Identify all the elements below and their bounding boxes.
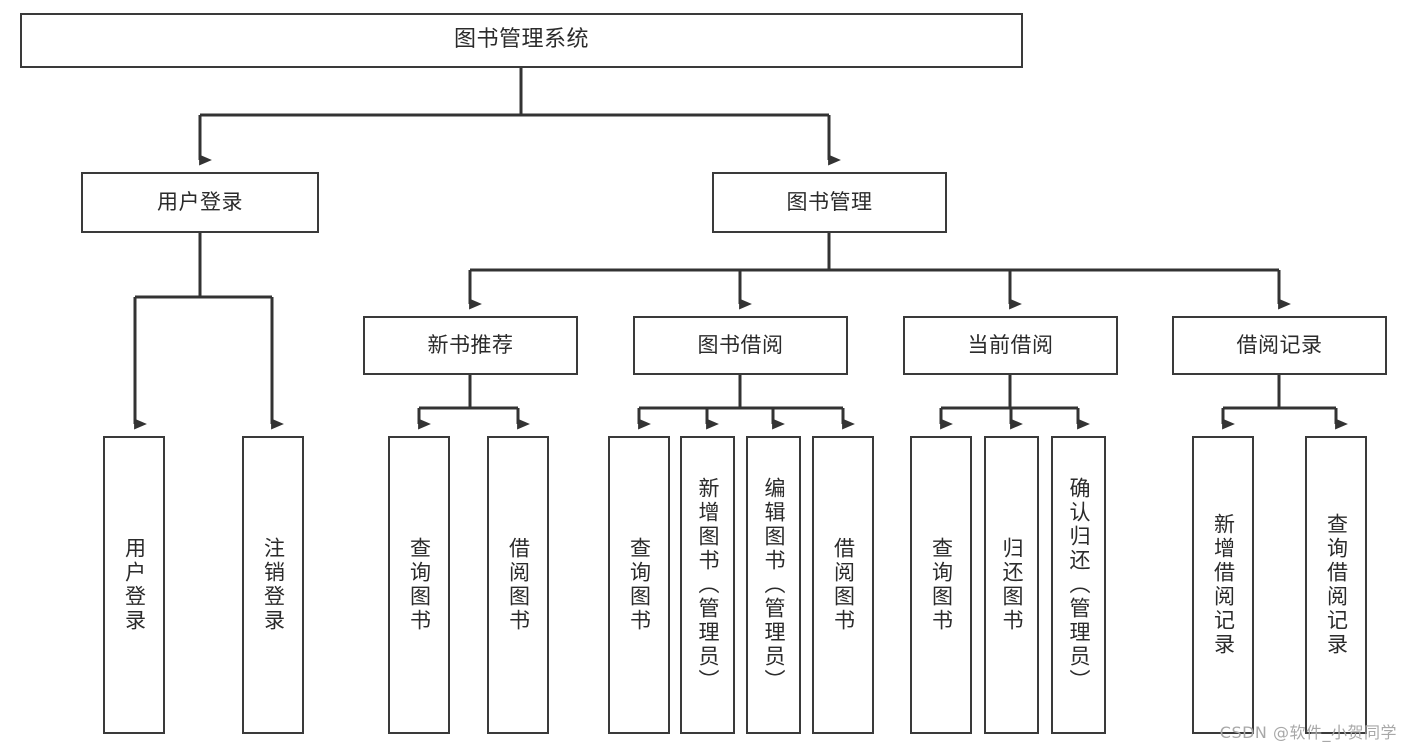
node-new-book-rec[interactable]: 新书推荐 [363,316,578,375]
node-book-manage[interactable]: 图书管理 [712,172,947,233]
node-leaf-user-login[interactable]: 用户登录 [103,436,165,734]
node-leaf-rec-borrow-book-label: 借阅图书 [506,537,531,633]
node-leaf-br-add-record[interactable]: 新增借阅记录 [1192,436,1254,734]
watermark-text: CSDN @软件_小贺同学 [1219,723,1397,742]
node-leaf-br-query-record[interactable]: 查询借阅记录 [1305,436,1367,734]
node-leaf-cb-confirm-return[interactable]: 确认归还（管理员） [1051,436,1106,734]
node-root-label: 图书管理系统 [453,27,589,53]
node-book-manage-label: 图书管理 [786,189,873,214]
node-leaf-user-login-label: 用户登录 [122,537,147,633]
node-root[interactable]: 图书管理系统 [20,13,1023,68]
node-leaf-bb-borrow-book-label: 借阅图书 [831,537,856,633]
node-leaf-rec-borrow-book[interactable]: 借阅图书 [487,436,549,734]
node-user-login-label: 用户登录 [157,189,243,214]
node-leaf-bb-query-book[interactable]: 查询图书 [608,436,670,734]
node-leaf-rec-query-book[interactable]: 查询图书 [388,436,450,734]
node-leaf-cb-query-book-label: 查询图书 [929,537,954,633]
node-leaf-bb-add-book[interactable]: 新增图书（管理员） [680,436,735,734]
node-leaf-rec-query-book-label: 查询图书 [407,537,432,633]
node-current-borrow-label: 当前借阅 [967,332,1054,357]
node-leaf-user-logout-label: 注销登录 [261,537,286,633]
node-leaf-cb-query-book[interactable]: 查询图书 [910,436,972,734]
node-leaf-bb-query-book-label: 查询图书 [627,537,652,633]
node-leaf-br-add-record-label: 新增借阅记录 [1211,513,1236,657]
node-leaf-br-query-record-label: 查询借阅记录 [1324,513,1349,657]
node-book-borrow-label: 图书借阅 [697,332,784,357]
node-book-borrow[interactable]: 图书借阅 [633,316,848,375]
node-leaf-bb-edit-book-label: 编辑图书（管理员） [762,477,786,693]
node-user-login[interactable]: 用户登录 [81,172,319,233]
node-borrow-record[interactable]: 借阅记录 [1172,316,1387,375]
node-leaf-cb-return-book[interactable]: 归还图书 [984,436,1039,734]
node-leaf-cb-confirm-return-label: 确认归还（管理员） [1067,477,1091,693]
node-new-book-rec-label: 新书推荐 [427,332,514,357]
node-current-borrow[interactable]: 当前借阅 [903,316,1118,375]
node-leaf-user-logout[interactable]: 注销登录 [242,436,304,734]
node-leaf-bb-add-book-label: 新增图书（管理员） [696,477,720,693]
node-leaf-bb-edit-book[interactable]: 编辑图书（管理员） [746,436,801,734]
node-leaf-cb-return-book-label: 归还图书 [1000,537,1024,633]
node-borrow-record-label: 借阅记录 [1236,332,1323,357]
node-leaf-bb-borrow-book[interactable]: 借阅图书 [812,436,874,734]
